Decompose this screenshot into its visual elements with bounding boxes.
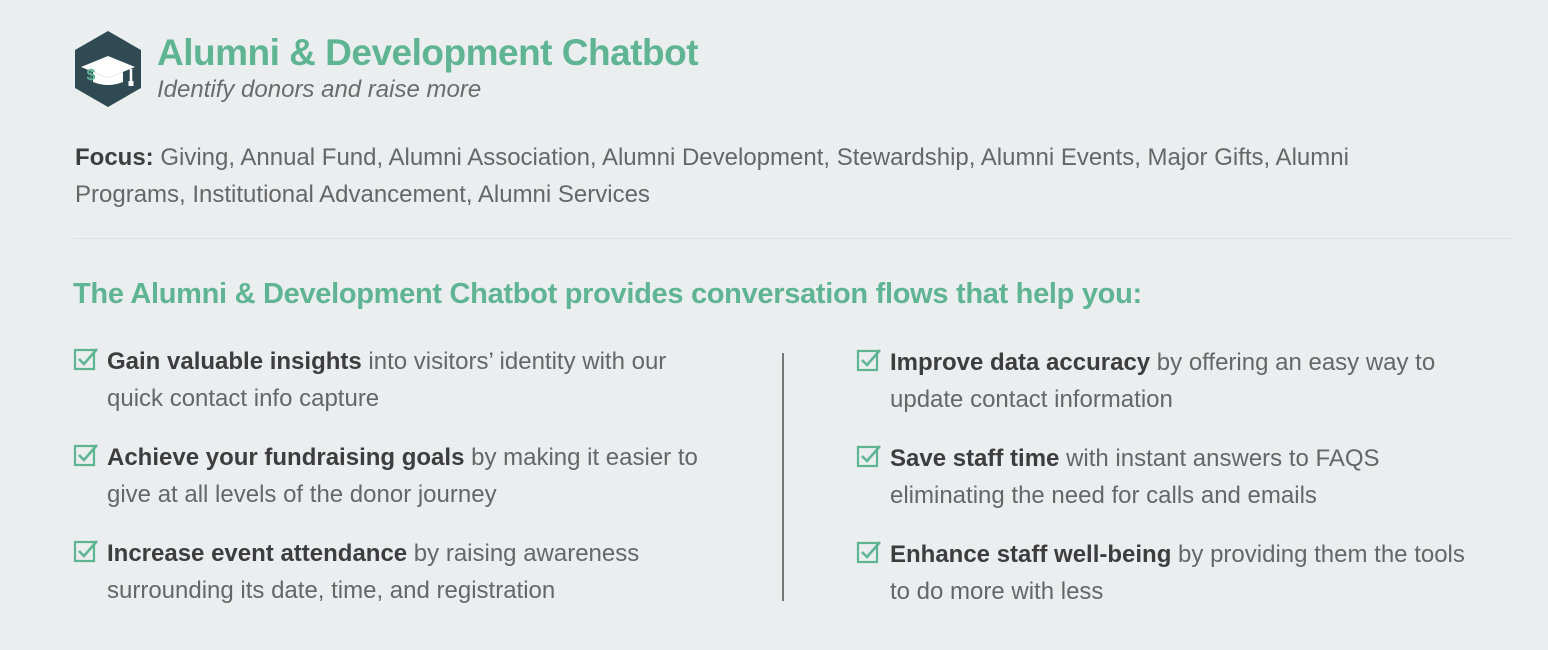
focus-text: Giving, Annual Fund, Alumni Association,… xyxy=(75,144,1349,208)
benefit-rest: with instant answers to FAQS eliminating… xyxy=(890,445,1380,509)
checkbox-checked-icon xyxy=(856,541,881,564)
checkbox-checked-icon xyxy=(73,540,98,563)
page-title: Alumni & Development Chatbot xyxy=(157,32,699,73)
benefit-item-events: Increase event attendance by raising awa… xyxy=(73,535,687,609)
benefit-strong: Achieve your fundraising goals xyxy=(107,444,465,471)
benefit-rest: by raising awareness surrounding its dat… xyxy=(107,540,640,604)
benefit-rest: by offering an easy way to update contac… xyxy=(890,349,1436,413)
benefit-strong: Enhance staff well-being xyxy=(890,541,1172,568)
graduation-cap-logo-icon: $ xyxy=(75,31,141,107)
column-divider xyxy=(782,353,784,601)
benefit-rest: by providing them the tools to do more w… xyxy=(890,541,1465,605)
benefit-item-data-accuracy: Improve data accuracy by offering an eas… xyxy=(856,344,1470,418)
benefit-strong: Save staff time xyxy=(890,445,1060,472)
benefit-item-well-being: Enhance staff well-being by providing th… xyxy=(856,536,1470,610)
benefit-rest: by making it easier to give at all level… xyxy=(107,444,698,508)
benefit-strong: Improve data accuracy xyxy=(890,349,1151,376)
section-heading: The Alumni & Development Chatbot provide… xyxy=(73,278,1142,310)
benefit-item-insights: Gain valuable insights into visitors’ id… xyxy=(73,343,697,417)
logo-dollar-glyph: $ xyxy=(87,67,96,84)
checkbox-checked-icon xyxy=(73,444,98,467)
header: $ Alumni & Development Chatbot Identify … xyxy=(73,30,699,108)
checkbox-checked-icon xyxy=(856,445,881,468)
focus-label: Focus: xyxy=(75,144,154,171)
checkbox-checked-icon xyxy=(73,348,98,371)
page-subtitle: Identify donors and raise more xyxy=(157,76,482,103)
benefit-strong: Increase event attendance xyxy=(107,540,408,567)
benefit-item-fundraising: Achieve your fundraising goals by making… xyxy=(73,439,707,513)
benefit-item-staff-time: Save staff time with instant answers to … xyxy=(856,440,1450,514)
focus-paragraph: Focus: Giving, Annual Fund, Alumni Assoc… xyxy=(75,139,1405,213)
benefit-strong: Gain valuable insights xyxy=(107,348,362,375)
benefit-rest: into visitors’ identity with our quick c… xyxy=(107,348,667,412)
checkbox-checked-icon xyxy=(856,349,881,372)
horizontal-divider xyxy=(73,238,1513,239)
